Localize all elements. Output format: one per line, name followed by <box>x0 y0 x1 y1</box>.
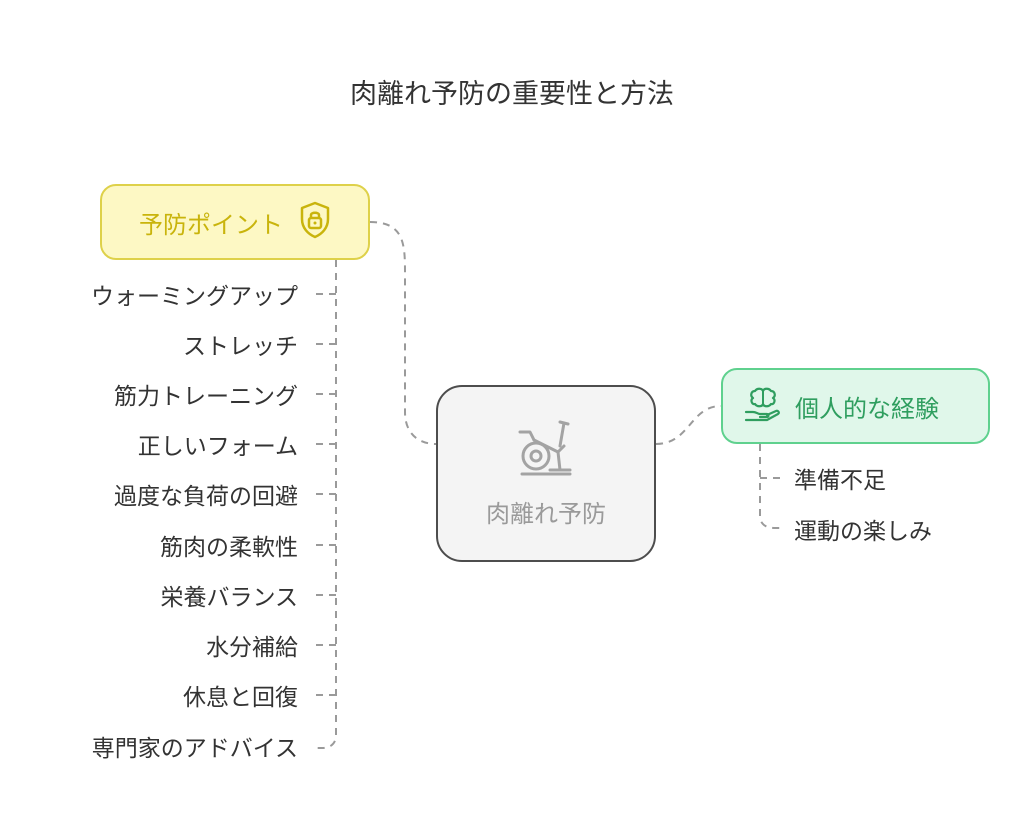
experience-item: 準備不足 <box>794 468 886 494</box>
connector-prevention-center <box>369 221 437 445</box>
lock-shield-icon <box>299 201 331 243</box>
prevention-node[interactable]: 予防ポイント <box>100 184 370 260</box>
center-node[interactable]: 肉離れ予防 <box>436 385 656 562</box>
prevention-item: ウォーミングアップ <box>91 284 298 310</box>
prevention-item: ストレッチ <box>183 334 298 360</box>
prevention-item: 過度な負荷の回避 <box>114 484 298 510</box>
experience-node-label: 個人的な経験 <box>795 394 939 423</box>
experience-node[interactable]: 個人的な経験 <box>721 368 990 444</box>
exercise-bike-icon <box>514 418 578 482</box>
prevention-item: 休息と回復 <box>183 685 298 711</box>
prevention-item: 専門家のアドバイス <box>91 736 298 762</box>
connector-center-experience <box>655 405 722 445</box>
prevention-item: 栄養バランス <box>160 585 298 611</box>
experience-item: 運動の楽しみ <box>794 519 932 545</box>
prevention-spine <box>312 260 337 749</box>
prevention-item: 正しいフォーム <box>137 434 298 460</box>
diagram-title: 肉離れ予防の重要性と方法 <box>350 79 674 110</box>
prevention-node-label: 予防ポイント <box>139 210 283 239</box>
prevention-item: 筋肉の柔軟性 <box>160 535 298 561</box>
prevention-item: 水分補給 <box>206 635 298 661</box>
experience-spine <box>759 444 784 529</box>
center-node-label: 肉離れ予防 <box>486 500 606 528</box>
prevention-item: 筋力トレーニング <box>114 384 298 410</box>
brain-hand-icon <box>743 386 783 426</box>
